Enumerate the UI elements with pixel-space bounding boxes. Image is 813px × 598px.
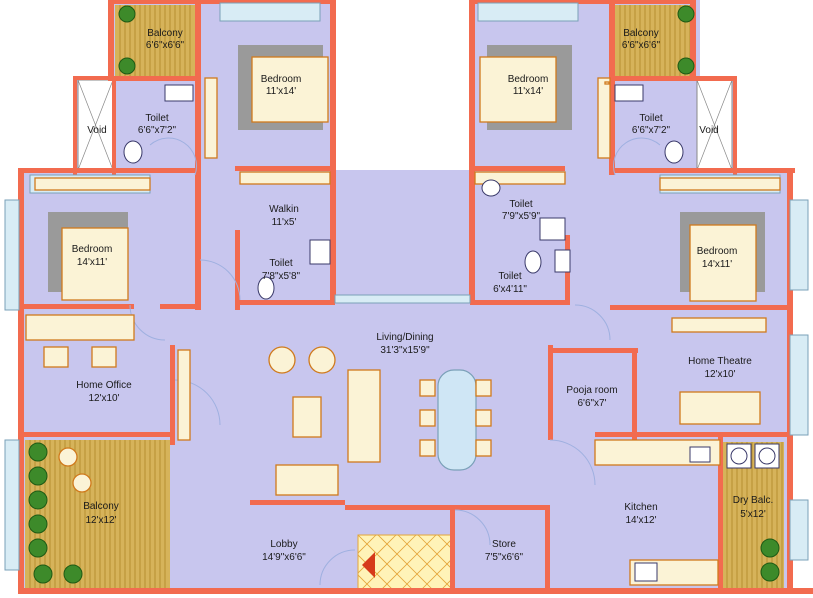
room-name-toilet-mid-right-upper: Toilet [509, 199, 533, 210]
plants [28, 5, 780, 584]
door-swings [129, 137, 661, 586]
room-labels: Balcony 6'6"x6'6" Bedroom 11'x14' Toilet… [72, 28, 774, 563]
room-size-bedroom-top-right: 11'x14' [513, 86, 543, 97]
room-size-balcony-bottom-left: 12'x12' [85, 515, 116, 526]
room-name-living-dining: Living/Dining [376, 332, 433, 343]
room-size-kitchen: 14'x12' [625, 515, 656, 526]
deck-lines [29, 5, 783, 590]
room-name-home-office: Home Office [76, 380, 132, 391]
room-name-lobby: Lobby [270, 539, 297, 550]
room-name-walkin: Walkin [269, 204, 299, 215]
room-size-toilet-mid-left: 7'8"x5'8" [262, 271, 301, 282]
room-size-balcony-top-left: 6'6"x6'6" [146, 40, 185, 51]
room-name-home-theatre: Home Theatre [688, 356, 752, 367]
room-name-bedroom-top-left: Bedroom [261, 74, 302, 85]
room-name-pooja-room: Pooja room [566, 385, 617, 396]
room-size-toilet-top-left: 6'6"x7'2" [138, 125, 177, 136]
room-name-void-left: Void [87, 125, 106, 136]
room-size-pooja-room: 6'6"x7' [577, 398, 606, 409]
furniture [25, 45, 781, 586]
entry-arrow-icon [362, 552, 375, 578]
room-size-walkin: 11'x5' [272, 217, 297, 228]
room-name-toilet-top-left: Toilet [145, 113, 169, 124]
room-size-balcony-top-right: 6'6"x6'6" [622, 40, 661, 51]
room-size-bedroom-top-left: 11'x14' [266, 86, 296, 97]
room-name-toilet-mid-left: Toilet [269, 258, 293, 269]
room-size-toilet-mid-right-lower: 6'x4'11" [493, 284, 527, 295]
room-size-home-theatre: 12'x10' [704, 369, 735, 380]
room-name-bedroom-left: Bedroom [72, 244, 113, 255]
entrance-tiles [357, 534, 454, 594]
room-size-bedroom-right: 14'x11' [702, 259, 732, 270]
room-name-toilet-top-right: Toilet [639, 113, 663, 124]
room-size-toilet-top-right: 6'6"x7'2" [632, 125, 671, 136]
room-name-toilet-mid-right-lower: Toilet [498, 271, 522, 282]
room-size-home-office: 12'x10' [88, 393, 119, 404]
room-name-store: Store [492, 539, 516, 550]
room-name-balcony-top-right: Balcony [623, 28, 659, 39]
room-size-toilet-mid-right-upper: 7'9"x5'9" [502, 211, 541, 222]
room-size-store: 7'5"x6'6" [485, 552, 524, 563]
room-name-dry-balcony: Dry Balc. [733, 495, 774, 506]
room-name-balcony-bottom-left: Balcony [83, 501, 119, 512]
room-name-kitchen: Kitchen [624, 502, 657, 513]
room-name-bedroom-right: Bedroom [697, 246, 738, 257]
room-size-lobby: 14'9"x6'6" [262, 552, 306, 563]
room-size-dry-balcony: 5'x12' [740, 509, 766, 520]
room-size-bedroom-left: 14'x11' [77, 257, 107, 268]
void-areas [77, 79, 733, 171]
room-size-living-dining: 31'3"x15'9" [380, 345, 430, 356]
room-name-balcony-top-left: Balcony [147, 28, 183, 39]
room-name-bedroom-top-right: Bedroom [508, 74, 549, 85]
room-name-void-right: Void [699, 125, 718, 136]
